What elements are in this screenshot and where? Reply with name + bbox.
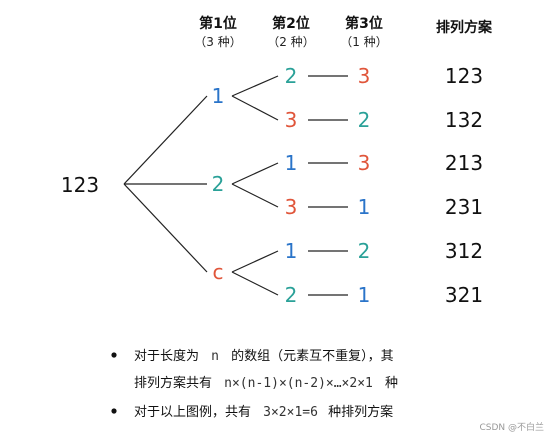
level-3-node: 1	[358, 283, 371, 307]
header-position-1-count: （3 种）	[194, 35, 241, 49]
edge-level-1-to-2	[231, 75, 279, 97]
header-position-3-count: （1 种）	[340, 35, 387, 49]
level-2-node: 3	[285, 195, 298, 219]
edge-root-to-1	[123, 95, 208, 185]
level-2-node: 1	[285, 239, 298, 263]
level-3-node: 3	[358, 151, 371, 175]
level-1-node: 1	[212, 84, 225, 108]
edge-level-1-to-2	[231, 95, 279, 121]
level-1-node: 2	[212, 172, 225, 196]
level-2-node: 3	[285, 108, 298, 132]
level-2-nodes: 2 3 3 2 1 3 3 1 1 2 2 1	[231, 64, 371, 307]
edge-level-1-to-2	[231, 250, 279, 273]
root-label: 123	[61, 173, 99, 197]
level-3-node: 3	[358, 64, 371, 88]
bullet-1-line-2: 排列方案共有 n×(n-1)×(n-2)×…×2×1 种	[134, 375, 398, 391]
watermark: CSDN @不白兰	[479, 421, 544, 433]
result-permutation: 213	[445, 151, 483, 175]
result-list: 123 132 213 231 312 321	[445, 64, 483, 307]
result-permutation: 132	[445, 108, 483, 132]
bullet-2: 对于以上图例，共有 3×2×1=6 种排列方案	[134, 404, 393, 420]
level-1-nodes: 1 2 c	[212, 84, 225, 284]
bullet-dot	[111, 408, 117, 414]
result-permutation: 312	[445, 239, 483, 263]
level-2-node: 2	[285, 283, 298, 307]
result-permutation: 231	[445, 195, 483, 219]
level-3-node: 2	[358, 108, 371, 132]
edge-level-1-to-2	[231, 162, 279, 185]
header-position-2-count: （2 种）	[267, 35, 314, 49]
result-permutation: 123	[445, 64, 483, 88]
level-2-node: 1	[285, 151, 298, 175]
bullet-1-line-1: 对于长度为 n 的数组（元素互不重复），其	[134, 348, 394, 364]
edge-level-1-to-2	[231, 183, 279, 208]
result-permutation: 321	[445, 283, 483, 307]
level-3-node: 2	[358, 239, 371, 263]
header-position-3: 第3位	[345, 15, 383, 32]
level-1-node: c	[213, 260, 224, 284]
header-position-2: 第2位	[272, 15, 310, 32]
bullet-dot	[111, 352, 117, 358]
header-result: 排列方案	[436, 19, 493, 36]
edge-root-to-c	[123, 183, 208, 273]
level-3-node: 1	[358, 195, 371, 219]
edge-level-1-to-2	[231, 271, 279, 296]
header-position-1: 第1位	[199, 15, 237, 32]
level-2-node: 2	[285, 64, 298, 88]
